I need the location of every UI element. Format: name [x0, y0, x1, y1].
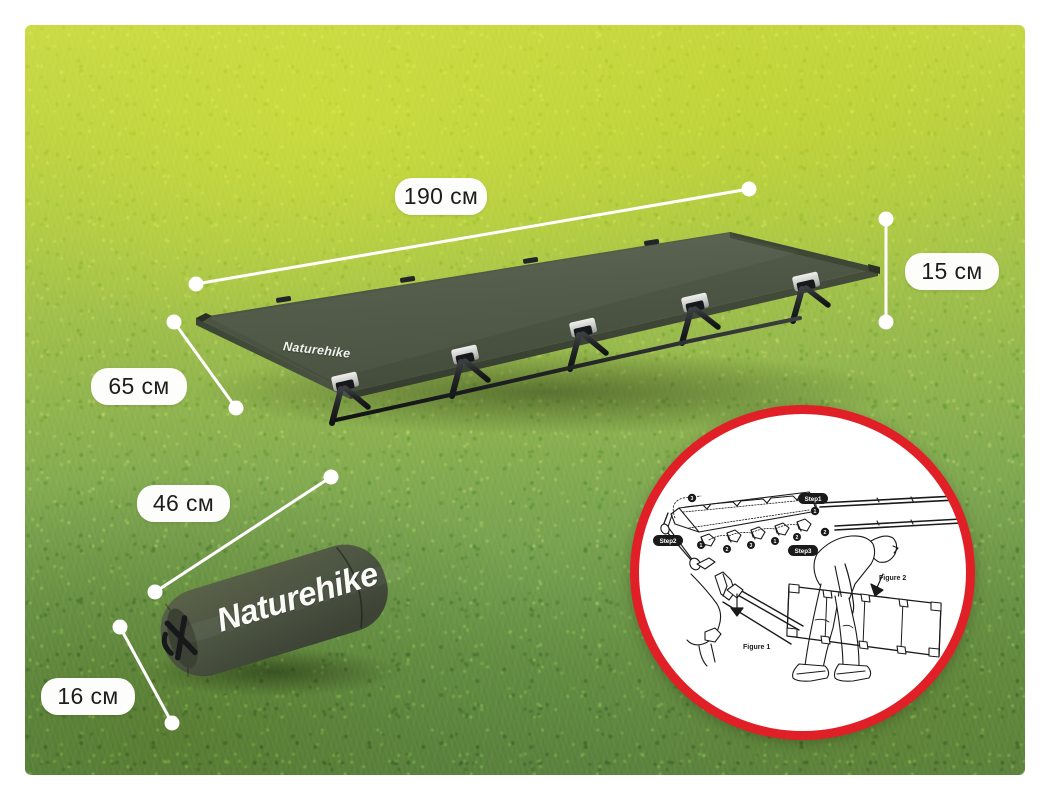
diagram-callout-bullets: 1 2 3 1 2 3 1 2 [687, 493, 830, 553]
callout-8: 2 [796, 535, 799, 541]
callout-4: 1 [700, 543, 703, 549]
dimension-label-bag-length: 46 см [137, 485, 230, 522]
assembly-instruction-inset: Step1 Step2 Step3 1 2 3 1 2 3 [630, 405, 975, 740]
cot-edge-rear [730, 232, 878, 274]
step-badge-3-label: Step3 [795, 548, 812, 555]
callout-7: 1 [774, 539, 777, 545]
callout-6: 3 [750, 543, 753, 549]
cot-edge-front [350, 268, 878, 399]
cot-leg-2 [449, 344, 491, 399]
figure-1-label: Figure 1 [743, 644, 770, 651]
cot-leg-1 [329, 371, 371, 426]
cot-leg-4 [679, 292, 721, 346]
dimension-label-bag-diameter: 16 см [41, 678, 135, 715]
callout-2: 2 [824, 530, 827, 536]
diagram-step-badges: Step1 Step2 Step3 [653, 493, 828, 556]
step-badge-1-label: Step1 [805, 496, 822, 503]
step-badge-2-label: Step2 [660, 538, 677, 545]
cot-corner-head [196, 313, 212, 322]
cot-side-rail [334, 316, 802, 422]
dimension-label-height: 15 см [905, 253, 999, 290]
step-badge-1 [798, 493, 828, 504]
assembly-diagram: Step1 Step2 Step3 1 2 3 1 2 3 [653, 491, 962, 682]
bag-highlight [183, 561, 406, 643]
bag-end-seam [335, 546, 363, 628]
dimension-label-width: 65 см [91, 368, 187, 405]
figure-2-label: Figure 2 [879, 575, 906, 582]
callout-1: 1 [814, 509, 817, 515]
step-badge-2 [653, 535, 683, 546]
callout-5: 2 [726, 547, 729, 553]
cot-leg-5 [790, 271, 831, 324]
dimension-label-length: 190 см [395, 178, 487, 215]
cot-corner-foot [868, 264, 880, 274]
step-badge-3 [788, 545, 818, 556]
callout-3: 3 [691, 496, 694, 502]
cot-leg-3 [567, 317, 609, 372]
